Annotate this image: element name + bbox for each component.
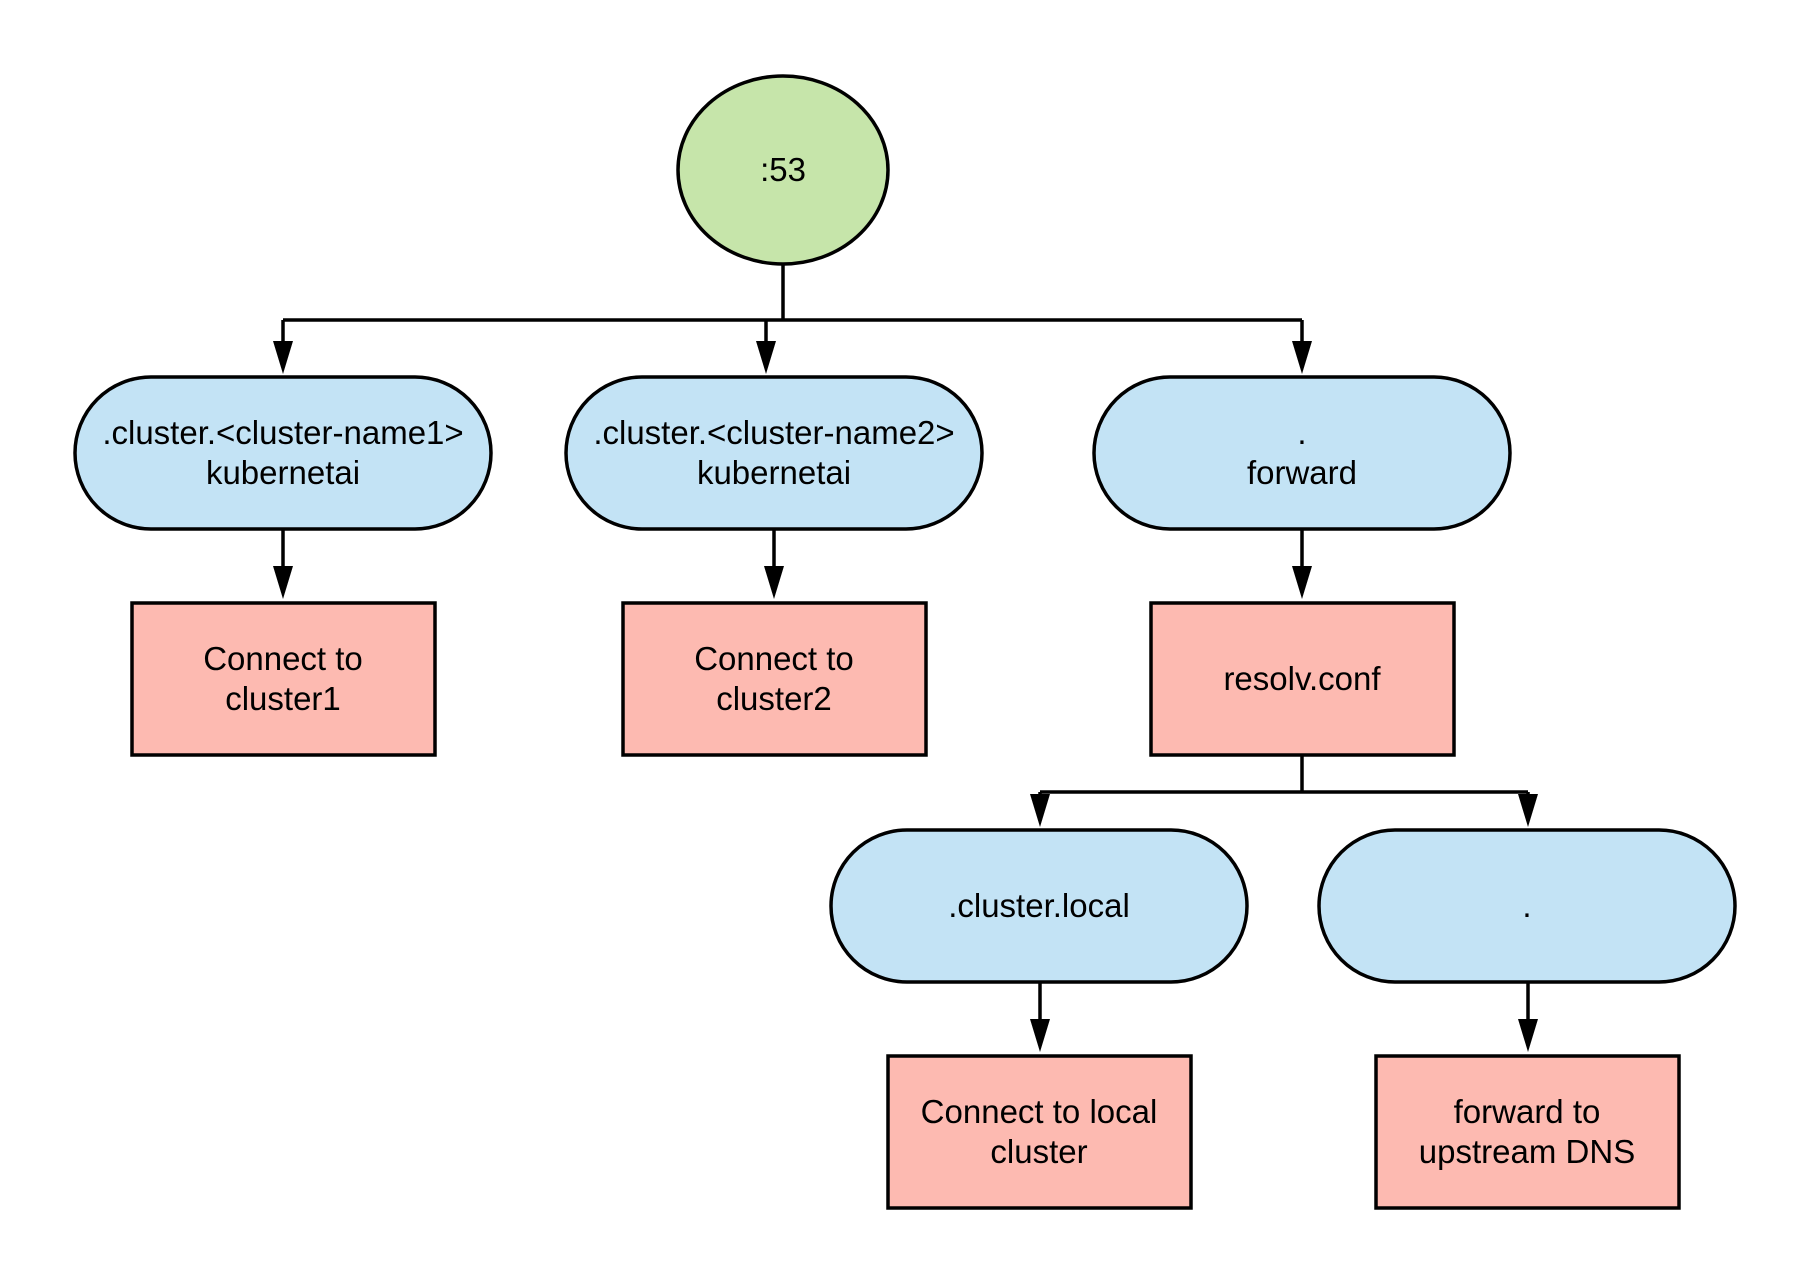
zone-label-forward-line-2: forward — [1247, 454, 1357, 491]
zone-label-cluster-name1: .cluster.<cluster-name1>kubernetai — [102, 414, 463, 491]
zone-label-cluster-name1-line-1: .cluster.<cluster-name1> — [102, 414, 463, 451]
zone-label-dot: . — [1522, 887, 1531, 924]
zone-pill-cluster-local — [829, 828, 1249, 984]
action-label-local-cluster-line-2: cluster — [990, 1133, 1087, 1170]
zone-pill-cluster-name2 — [564, 375, 984, 531]
action-label-cluster2-line-1: Connect to — [694, 640, 854, 677]
arrowhead-action2 — [764, 566, 784, 599]
zone-label-forward: .forward — [1247, 414, 1357, 491]
zone-node-forward: .forward — [1092, 375, 1512, 531]
zone-node-cluster-name2: .cluster.<cluster-name2>kubernetai — [564, 375, 984, 531]
arrowhead-local-action — [1030, 1019, 1050, 1052]
action-box-cluster2 — [621, 601, 928, 757]
zone-pill-dot — [1317, 828, 1737, 984]
root-label: :53 — [760, 151, 806, 188]
action-box-upstream-dns — [1374, 1054, 1681, 1210]
action-label-cluster1-line-2: cluster1 — [225, 680, 341, 717]
zone-label-cluster-name1-line-2: kubernetai — [206, 454, 360, 491]
resolv-conf-label: resolv.conf — [1223, 660, 1381, 697]
zone-pill-cluster-name1 — [73, 375, 493, 531]
zone-node-cluster-name1: .cluster.<cluster-name1>kubernetai — [73, 375, 493, 531]
arrowhead-local-zone — [1030, 794, 1050, 827]
action-box-local-cluster — [886, 1054, 1193, 1210]
action-label-upstream-dns-line-2: upstream DNS — [1419, 1133, 1635, 1170]
arrowhead-action1 — [273, 566, 293, 599]
arrowhead-zone3 — [1292, 341, 1312, 374]
action-label-cluster1-line-1: Connect to — [203, 640, 363, 677]
action-label-local-cluster-line-1: Connect to local — [921, 1093, 1158, 1130]
resolv-conf-label-line-1: resolv.conf — [1223, 660, 1381, 697]
zone-label-cluster-name2: .cluster.<cluster-name2>kubernetai — [593, 414, 954, 491]
root-node: :53 — [676, 74, 890, 266]
zone-label-cluster-name2-line-1: .cluster.<cluster-name2> — [593, 414, 954, 451]
zone-label-forward-line-1: . — [1297, 414, 1306, 451]
arrowhead-dot-zone — [1518, 794, 1538, 827]
zone-label-cluster-name2-line-2: kubernetai — [697, 454, 851, 491]
root-circle — [676, 74, 890, 266]
resolv-conf-node: resolv.conf — [1149, 601, 1456, 757]
zone-node-cluster-local: .cluster.local — [829, 828, 1249, 984]
arrowhead-resolv — [1292, 566, 1312, 599]
zone-label-cluster-local-line-1: .cluster.local — [948, 887, 1130, 924]
action-box-cluster1 — [130, 601, 437, 757]
resolv-conf-box — [1149, 601, 1456, 757]
action-label-upstream-dns-line-1: forward to — [1454, 1093, 1601, 1130]
zone-label-cluster-local: .cluster.local — [948, 887, 1130, 924]
arrowhead-zone1 — [273, 341, 293, 374]
zone-label-dot-line-1: . — [1522, 887, 1531, 924]
arrowhead-upstream-action — [1518, 1019, 1538, 1052]
zone-pill-forward — [1092, 375, 1512, 531]
root-label-line-1: :53 — [760, 151, 806, 188]
zone-node-dot: . — [1317, 828, 1737, 984]
edges — [273, 265, 1538, 1052]
action-label-cluster2-line-2: cluster2 — [716, 680, 832, 717]
arrowhead-zone2 — [756, 341, 776, 374]
